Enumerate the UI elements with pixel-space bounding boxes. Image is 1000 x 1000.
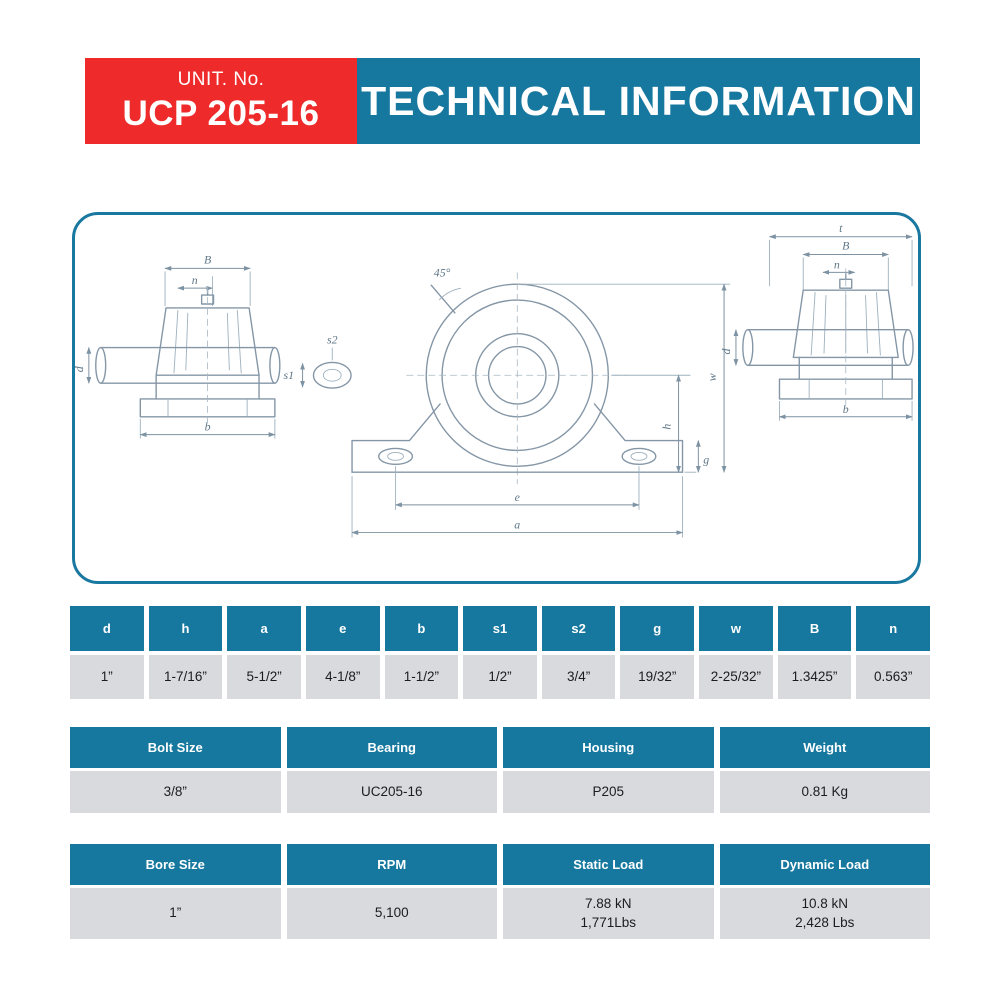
dim-label-s1: s1 bbox=[283, 368, 294, 382]
specs-header-housing: Housing bbox=[503, 727, 714, 768]
dim-label-B: B bbox=[204, 252, 211, 266]
dims-header-w: w bbox=[699, 606, 773, 651]
front-view: 45° s2 s1 bbox=[283, 265, 731, 538]
perf-value-dynamic-load: 10.8 kN 2,428 Lbs bbox=[719, 888, 930, 939]
specs-value-bearing: UC205-16 bbox=[286, 771, 497, 813]
perf-value-static-load: 7.88 kN 1,771Lbs bbox=[503, 888, 714, 939]
specs-value-bolt-size: 3/8” bbox=[70, 771, 281, 813]
dims-header-g: g bbox=[620, 606, 695, 651]
dims-header-d: d bbox=[70, 606, 144, 651]
dim-label-B2: B bbox=[842, 239, 849, 253]
dims-header-a: a bbox=[227, 606, 301, 651]
dims-value-n: 0.563” bbox=[856, 655, 930, 699]
bearing-drawing: B n d b bbox=[75, 221, 914, 538]
dim-label-t: t bbox=[839, 221, 843, 235]
page-title: TECHNICAL INFORMATION bbox=[357, 58, 920, 144]
dim-label-a: a bbox=[514, 518, 520, 532]
unit-label: UNIT. No. bbox=[177, 68, 265, 90]
specs-header-bolt-size: Bolt Size bbox=[70, 727, 281, 768]
unit-number-badge: UNIT. No. UCP 205-16 bbox=[85, 58, 357, 144]
unit-number: UCP 205-16 bbox=[122, 93, 320, 133]
dims-value-h: 1-7/16” bbox=[148, 655, 223, 699]
dims-value-s1: 1/2” bbox=[463, 655, 537, 699]
dims-value-w: 2-25/32” bbox=[699, 655, 773, 699]
dims-header-s1: s1 bbox=[463, 606, 537, 651]
dims-value-B: 1.3425” bbox=[777, 655, 852, 699]
dims-header-B: B bbox=[777, 606, 852, 651]
dim-label-d2: d bbox=[719, 348, 733, 354]
dim-label-angle: 45° bbox=[434, 265, 451, 279]
slot-detail: s2 s1 bbox=[283, 333, 352, 389]
dim-label-d: d bbox=[75, 366, 86, 372]
dimensions-table: d h a e b s1 s2 g w B n 1” 1-7/16” 5-1/2… bbox=[70, 606, 930, 699]
dims-value-d: 1” bbox=[70, 655, 144, 699]
dims-value-s2: 3/4” bbox=[541, 655, 616, 699]
base-outline-2 bbox=[778, 356, 913, 400]
dims-header-h: h bbox=[148, 606, 223, 651]
bolt-slot-right bbox=[621, 447, 657, 465]
specs-value-weight: 0.81 Kg bbox=[719, 771, 930, 813]
specs-table: Bolt Size Bearing Housing Weight 3/8” UC… bbox=[70, 727, 930, 813]
side-view-right: t B n d bbox=[719, 221, 914, 421]
perf-value-bore-size: 1” bbox=[70, 888, 281, 939]
page-header: UNIT. No. UCP 205-16 TECHNICAL INFORMATI… bbox=[85, 58, 920, 144]
dim-label-n2: n bbox=[834, 257, 840, 271]
dim-label-g: g bbox=[703, 452, 709, 466]
dim-label-e: e bbox=[515, 490, 520, 504]
dim-label-b: b bbox=[205, 420, 211, 434]
bolt-slot-left bbox=[378, 447, 414, 465]
housing-front-outline bbox=[351, 403, 684, 473]
dim-label-s2: s2 bbox=[327, 333, 338, 347]
perf-header-dynamic-load: Dynamic Load bbox=[719, 844, 930, 885]
base-outline bbox=[139, 374, 276, 418]
dim-label-h: h bbox=[660, 424, 674, 430]
dims-header-b: b bbox=[384, 606, 459, 651]
perf-value-rpm: 5,100 bbox=[286, 888, 497, 939]
shaft-2 bbox=[742, 329, 914, 367]
dim-label-b2: b bbox=[843, 402, 849, 416]
side-view-left: B n d b bbox=[75, 252, 281, 439]
dims-value-a: 5-1/2” bbox=[227, 655, 301, 699]
performance-table: Bore Size RPM Static Load Dynamic Load 1… bbox=[70, 844, 930, 939]
dims-header-n: n bbox=[856, 606, 930, 651]
dims-header-e: e bbox=[305, 606, 380, 651]
perf-header-rpm: RPM bbox=[286, 844, 497, 885]
dims-value-e: 4-1/8” bbox=[305, 655, 380, 699]
grease-fitting-45 bbox=[430, 284, 456, 314]
perf-header-static-load: Static Load bbox=[503, 844, 714, 885]
specs-value-housing: P205 bbox=[503, 771, 714, 813]
dims-header-s2: s2 bbox=[541, 606, 616, 651]
dim-label-w: w bbox=[705, 373, 719, 381]
dims-value-b: 1-1/2” bbox=[384, 655, 459, 699]
specs-header-weight: Weight bbox=[719, 727, 930, 768]
housing-outline-2 bbox=[792, 289, 899, 359]
shaft bbox=[95, 346, 281, 384]
specs-header-bearing: Bearing bbox=[286, 727, 497, 768]
technical-drawing-panel: B n d b bbox=[72, 212, 921, 584]
perf-header-bore-size: Bore Size bbox=[70, 844, 281, 885]
dims-value-g: 19/32” bbox=[620, 655, 695, 699]
dim-label-n: n bbox=[192, 273, 198, 287]
